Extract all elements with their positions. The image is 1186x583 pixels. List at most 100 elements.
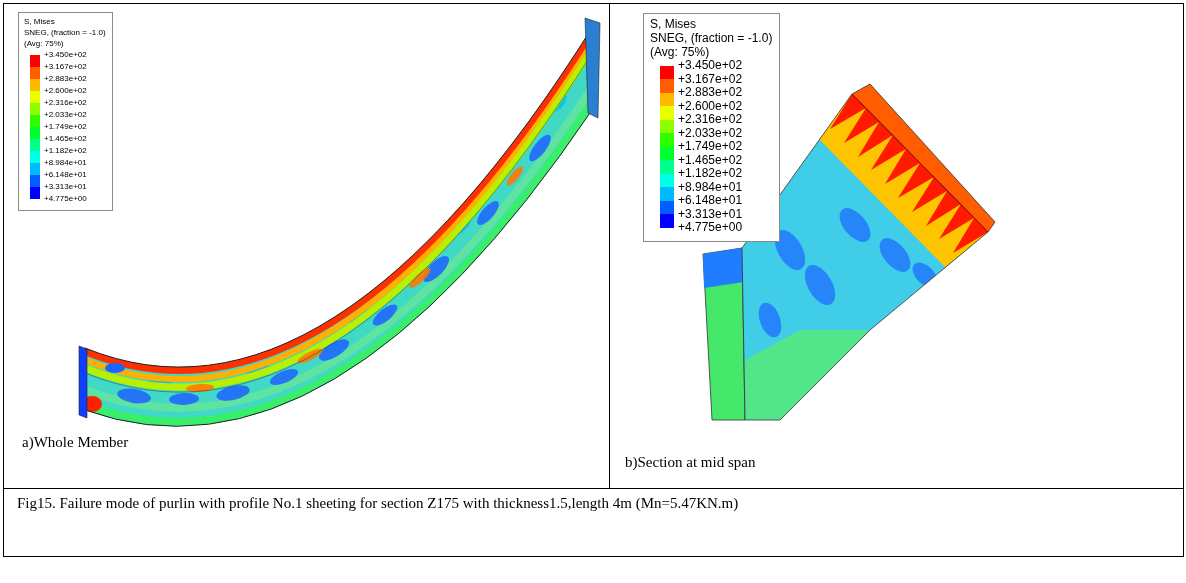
legend-swatch: [30, 67, 40, 79]
purlin-contour-part-part: [148, 93, 569, 389]
legend-swatch: [30, 91, 40, 103]
legend-row: +2.033e+02: [30, 109, 106, 121]
legend-value: +2.033e+02: [678, 127, 772, 141]
legend-row: +8.984e+01: [30, 157, 106, 169]
legend-value: +4.775e+00: [44, 193, 106, 205]
legend-heading: S, Mises: [650, 17, 772, 31]
legend-value: +1.182e+02: [678, 167, 772, 181]
legend-value: +1.749e+02: [44, 121, 106, 133]
legend-swatch: [660, 187, 674, 201]
legend-value: +1.465e+02: [678, 154, 772, 168]
legend-value: +2.316e+02: [44, 97, 106, 109]
legend-heading: SNEG, (fraction = -1.0): [24, 27, 106, 38]
legend-swatch: [660, 79, 674, 93]
purlin-contour-part-part: [85, 88, 592, 408]
legend-row: +4.775e+00: [660, 221, 772, 235]
purlin-contour-part-part: [85, 26, 595, 370]
legend-row: +1.749e+02: [30, 121, 106, 133]
legend-value: +1.182e+02: [44, 145, 106, 157]
legend-swatch: [30, 127, 40, 139]
legend-row: +2.033e+02: [660, 127, 772, 141]
legend-swatch: [30, 163, 40, 175]
legend-swatch: [660, 147, 674, 161]
legend-value: +3.167e+02: [678, 73, 772, 87]
legend-row: +3.167e+02: [30, 61, 106, 73]
purlin-contour-part-part-part: [169, 392, 199, 405]
legend-row: +2.600e+02: [660, 100, 772, 114]
legend-swatch: [30, 55, 40, 67]
figure-caption: Fig15. Failure mode of purlin with profi…: [17, 493, 1172, 514]
section-contour-part-part-part: [754, 300, 785, 341]
purlin-contour-part-part-part: [504, 164, 525, 188]
legend-swatch: [660, 120, 674, 134]
legend-row: +8.984e+01: [660, 181, 772, 195]
contour-legend: S, MisesSNEG, (fraction = -1.0)(Avg: 75%…: [643, 13, 780, 242]
panel-label: a)Whole Member: [22, 433, 128, 451]
legend-value: +2.600e+02: [678, 100, 772, 114]
caption-cell: [4, 489, 1184, 557]
legend-value: +8.984e+01: [44, 157, 106, 169]
legend-row: +1.465e+02: [30, 133, 106, 145]
legend-value: +2.883e+02: [44, 73, 106, 85]
legend-row: +3.450e+02: [660, 59, 772, 73]
legend-swatch: [660, 174, 674, 188]
section-contour-part: [745, 94, 988, 420]
legend-row: +2.883e+02: [30, 73, 106, 85]
purlin-contour-part-part: [85, 35, 594, 379]
legend-row: +2.316e+02: [30, 97, 106, 109]
legend-value: +6.148e+01: [678, 194, 772, 208]
legend-swatch: [660, 214, 674, 228]
legend-row: +3.450e+02: [30, 49, 106, 61]
legend-swatch: [660, 66, 674, 80]
legend-swatch: [660, 201, 674, 215]
legend-swatch: [660, 160, 674, 174]
section-contour-part: [703, 248, 745, 420]
legend-row: +2.883e+02: [660, 86, 772, 100]
contour-legend: S, MisesSNEG, (fraction = -1.0)(Avg: 75%…: [18, 12, 113, 211]
purlin-contour-part-part-part: [407, 266, 433, 291]
purlin-contour-part: [79, 346, 87, 418]
legend-value: +3.313e+01: [678, 208, 772, 222]
legend-row: +6.148e+01: [30, 169, 106, 181]
legend-swatch: [30, 187, 40, 199]
legend-row: +3.313e+01: [660, 208, 772, 222]
purlin-contour-part: [85, 23, 595, 426]
purlin-contour-part-part-part: [116, 386, 152, 405]
legend-heading: (Avg: 75%): [24, 38, 106, 49]
section-contour-part: [852, 84, 995, 232]
legend-row: +1.749e+02: [660, 140, 772, 154]
legend-swatch: [660, 106, 674, 120]
section-contour-part-part-part: [799, 260, 842, 310]
legend-value: +2.600e+02: [44, 85, 106, 97]
legend-value: +2.883e+02: [678, 86, 772, 100]
purlin-contour-part-part: [186, 164, 526, 393]
legend-value: +1.465e+02: [44, 133, 106, 145]
legend-value: +3.450e+02: [678, 59, 772, 73]
section-contour-part-part-part: [874, 233, 917, 278]
legend-swatch: [660, 133, 674, 147]
legend-heading: SNEG, (fraction = -1.0): [650, 31, 772, 45]
legend-heading: (Avg: 75%): [650, 45, 772, 59]
purlin-contour-part-part: [85, 45, 594, 387]
legend-swatch: [30, 151, 40, 163]
legend-value: +3.450e+02: [44, 49, 106, 61]
section-contour-part-part: [830, 94, 988, 253]
legend-row: +3.313e+01: [30, 181, 106, 193]
legend-value: +2.033e+02: [44, 109, 106, 121]
legend-value: +4.775e+00: [678, 221, 772, 235]
legend-value: +8.984e+01: [678, 181, 772, 195]
legend-swatch: [30, 103, 40, 115]
purlin-contour: [79, 18, 600, 426]
legend-row: +4.775e+00: [30, 193, 106, 205]
legend-row: +1.182e+02: [30, 145, 106, 157]
legend-swatch: [30, 139, 40, 151]
legend-row: +6.148e+01: [660, 194, 772, 208]
legend-value: +3.313e+01: [44, 181, 106, 193]
legend-value: +1.749e+02: [678, 140, 772, 154]
legend-row: +3.167e+02: [660, 73, 772, 87]
section-contour-part-part: [745, 330, 870, 420]
purlin-contour-part: [585, 18, 600, 118]
section-contour-part: [852, 94, 988, 232]
legend-value: +6.148e+01: [44, 169, 106, 181]
section-contour-part: [703, 248, 744, 288]
